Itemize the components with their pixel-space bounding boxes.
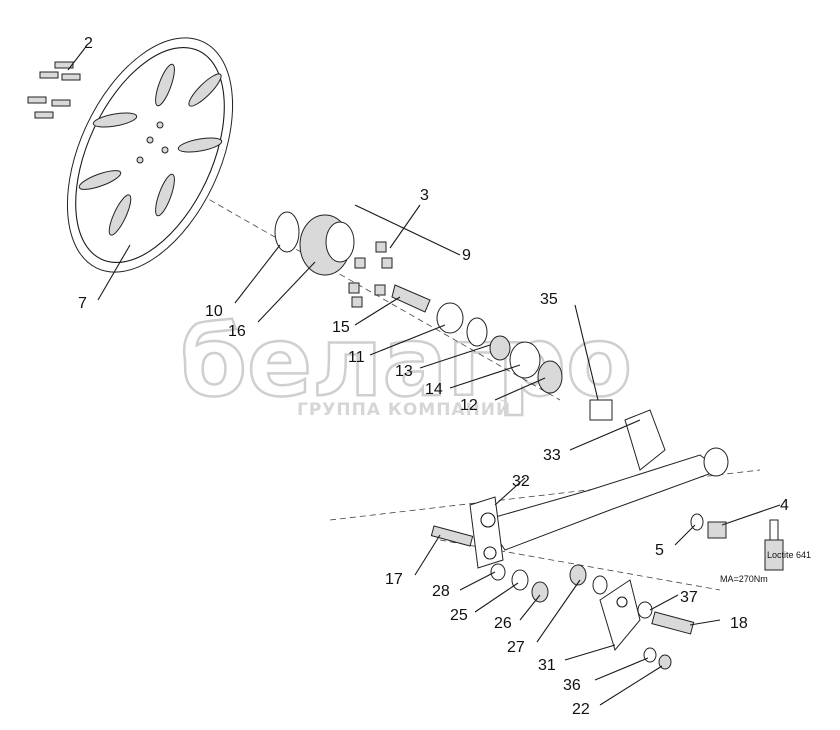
bolt-part-18 <box>651 611 695 635</box>
bracket-part-32 <box>469 496 504 569</box>
tube-label: Loctite 641 <box>767 550 811 560</box>
arm-part-33 <box>484 409 729 551</box>
shaft-bearings <box>391 284 563 394</box>
label-9: 9 <box>462 247 471 264</box>
label-15: 15 <box>332 319 350 336</box>
label-14: 14 <box>425 381 443 398</box>
plate-part-35 <box>589 399 613 421</box>
small-parts <box>490 563 608 603</box>
disc-part-7 <box>66 37 234 273</box>
label-33: 33 <box>543 447 561 464</box>
loctite-tube: Loctite 641 <box>764 519 811 571</box>
label-28: 28 <box>432 583 450 600</box>
label-32: 32 <box>512 473 530 490</box>
label-3: 3 <box>420 187 429 204</box>
watermark-subtitle: ГРУППА КОМПАНИЙ <box>297 398 511 420</box>
label-22: 22 <box>572 701 590 718</box>
callout-labels: 2 3 9 7 10 16 15 11 13 14 12 35 33 32 4 … <box>78 35 789 718</box>
label-2: 2 <box>84 35 93 52</box>
label-36: 36 <box>563 677 581 694</box>
label-31: 31 <box>538 657 556 674</box>
label-16: 16 <box>228 323 246 340</box>
nut-part-4 <box>690 513 727 539</box>
leader-lines <box>67 47 781 706</box>
bolts-part-2 <box>27 61 81 119</box>
label-17: 17 <box>385 571 403 588</box>
label-10: 10 <box>205 303 223 320</box>
label-25: 25 <box>450 607 468 624</box>
torque-note: MA=270Nm <box>720 574 768 584</box>
label-13: 13 <box>395 363 413 380</box>
washers <box>637 601 672 670</box>
hub-parts-10-16 <box>274 211 355 276</box>
label-12: 12 <box>460 397 478 414</box>
label-37: 37 <box>680 589 698 606</box>
label-18: 18 <box>730 615 748 632</box>
label-35: 35 <box>540 291 558 308</box>
nuts-part-3 <box>348 241 393 308</box>
plate-part-31 <box>599 579 641 652</box>
watermark: белагро ГРУППА КОМПАНИЙ <box>179 305 634 420</box>
label-26: 26 <box>494 615 512 632</box>
label-7: 7 <box>78 295 87 312</box>
bolt-part-17 <box>430 525 474 547</box>
label-5: 5 <box>655 542 664 559</box>
label-4: 4 <box>780 497 789 514</box>
label-11: 11 <box>348 349 365 366</box>
label-27: 27 <box>507 639 525 656</box>
watermark-logo: белагро <box>180 306 632 418</box>
